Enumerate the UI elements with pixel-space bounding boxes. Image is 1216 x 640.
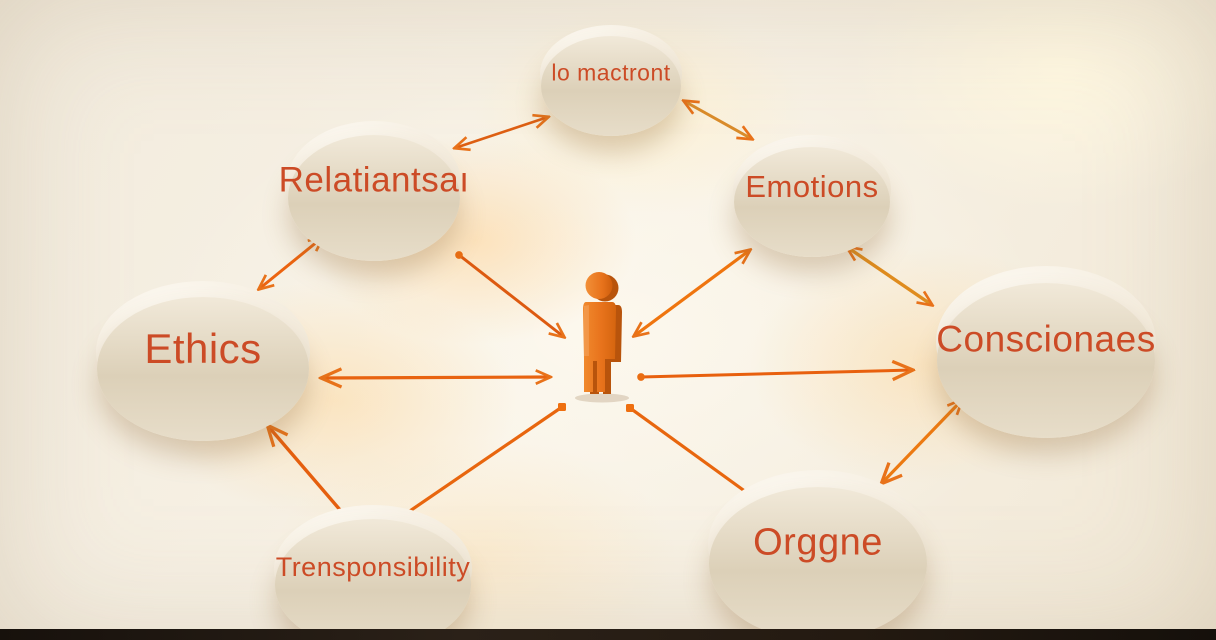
node-orggne: Orggne <box>708 470 928 640</box>
node-relatiantsai-label: Relatiantsaı <box>278 160 470 200</box>
node-trensponsibility-label: Trensponsibility <box>275 551 471 582</box>
arrow-ethics-person <box>322 377 550 378</box>
node-io-mactront-label: lo mactront <box>551 58 671 85</box>
node-emotions-label: Emotions <box>745 168 879 204</box>
node-ethics-label: Ethics <box>144 325 262 373</box>
center-person-figure <box>572 270 634 404</box>
arrow-emotions-person <box>634 250 750 336</box>
arrow-iomactront-emotions <box>684 101 752 139</box>
node-trensponsibility: Trensponsibility <box>274 505 472 640</box>
node-emotions: Emotions <box>733 135 891 258</box>
arrow-ethics-relatiantsai <box>259 237 323 289</box>
arrow-orggne-conscionaes <box>882 400 962 483</box>
arrow-relatiantsai-iomactront <box>455 117 548 148</box>
line-person-orggne <box>626 404 747 494</box>
node-io-mactront: lo mactront <box>540 25 682 136</box>
arrow-emotions-conscionaes <box>847 247 932 305</box>
node-orggne-label: Orggne <box>753 520 883 563</box>
bottom-bar <box>0 629 1216 640</box>
node-conscionaes: Conscionaes <box>936 266 1156 438</box>
person-icon <box>575 272 629 403</box>
node-ethics: Ethics <box>96 281 310 442</box>
node-conscionaes-label: Conscionaes <box>936 318 1156 360</box>
arrow-relatiantsai-person <box>459 255 564 337</box>
node-relatiantsai: Relatiantsaı <box>279 121 469 262</box>
arrow-person-conscionaes <box>641 370 912 377</box>
line-trensponsibility-person <box>403 403 567 517</box>
arrow-trensponsibility-ethics <box>268 426 343 513</box>
